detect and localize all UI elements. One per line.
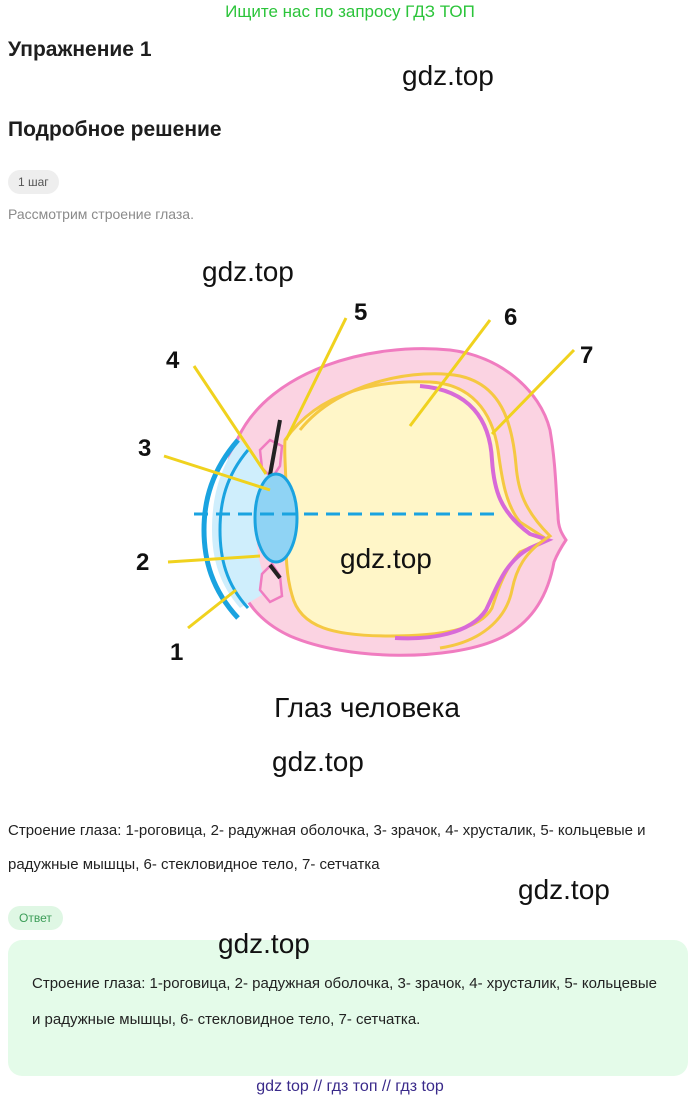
footer-links[interactable]: gdz top // гдз топ // гдз top: [256, 1078, 444, 1095]
pointer-2: [167, 554, 261, 564]
retina-line: [298, 372, 553, 650]
pointer-3: [163, 454, 271, 492]
watermark: gdz.top: [202, 256, 294, 287]
label-2: 2: [136, 549, 149, 576]
cornea-inner: [218, 449, 250, 610]
label-1: 1: [170, 639, 183, 666]
choroid-line: [394, 384, 554, 641]
answer-text: Строение глаза: 1-роговица, 2- радужная …: [32, 975, 658, 1028]
muscle-lower: [268, 563, 282, 580]
answer-badge: Ответ: [8, 906, 63, 930]
cornea-outer: [201, 438, 240, 620]
anterior-chamber: [212, 440, 270, 608]
eye-diagram: 1 2 3 4 5 6 7 gdz.top: [136, 299, 593, 666]
answer-box: Строение глаза: 1-роговица, 2- радужная …: [8, 940, 688, 1076]
label-5: 5: [354, 299, 367, 326]
exercise-title: Упражнение 1: [8, 38, 152, 61]
lens: [253, 472, 299, 564]
step-badge: 1 шаг: [8, 170, 59, 194]
search-banner[interactable]: Ищите нас по запросу ГДЗ ТОП: [225, 2, 475, 21]
pointer-1: [187, 588, 237, 630]
muscle-upper: [268, 419, 282, 476]
label-4: 4: [166, 347, 180, 374]
watermark: gdz.top: [218, 928, 310, 959]
watermark: gdz.top: [340, 543, 432, 574]
pointer-4: [192, 365, 268, 475]
step-text: Рассмотрим строение глаза.: [8, 206, 194, 222]
label-6: 6: [504, 304, 517, 331]
structure-text: Строение глаза: 1-роговица, 2- радужная …: [8, 822, 646, 873]
pointer-6: [408, 319, 492, 427]
pointer-5: [284, 317, 348, 441]
vitreous-body: [283, 380, 552, 638]
figure-caption: Глаз человека: [274, 692, 460, 723]
label-7: 7: [580, 342, 593, 369]
watermark: gdz.top: [402, 60, 494, 91]
watermark: gdz.top: [272, 746, 364, 777]
solution-title: Подробное решение: [8, 118, 222, 141]
label-3: 3: [138, 435, 151, 462]
pointer-7: [490, 348, 576, 436]
watermark: gdz.top: [518, 874, 610, 905]
